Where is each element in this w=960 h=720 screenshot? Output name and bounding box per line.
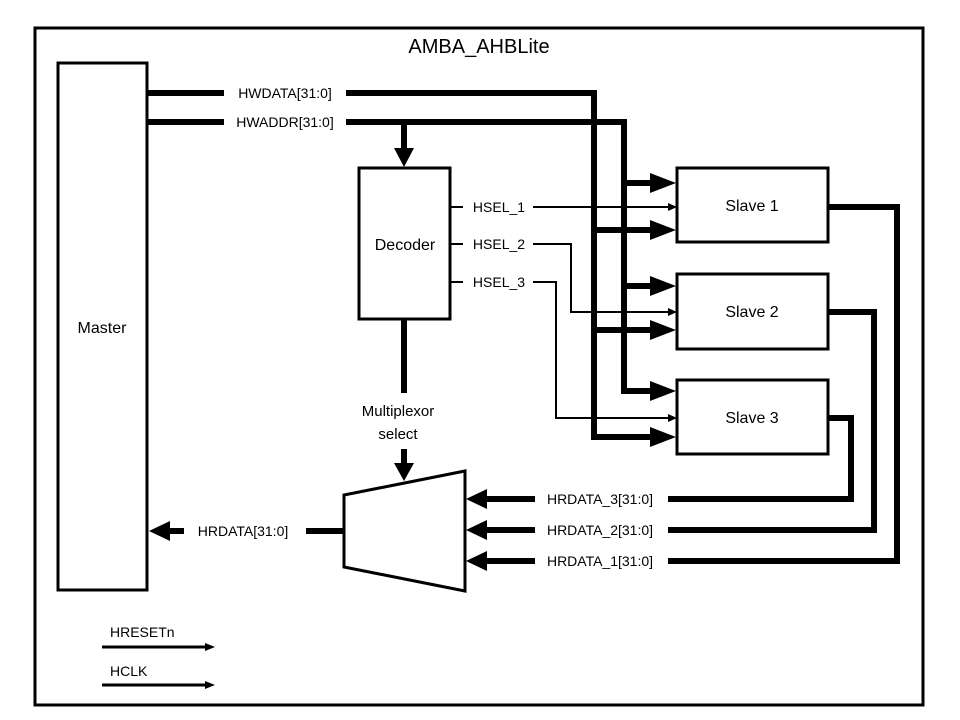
hsel-2-line [450, 243, 677, 316]
hresetn-label: HRESETn [110, 624, 175, 640]
hclk-arrow [102, 681, 215, 689]
hsel-2-label: HSEL_2 [473, 236, 525, 252]
mux-select-arrow-icon [394, 463, 414, 481]
hresetn-arrow [102, 643, 215, 651]
hsel-1-label: HSEL_1 [473, 199, 525, 215]
hrdata-2-label: HRDATA_2[31:0] [547, 522, 653, 538]
outer-frame [33, 26, 925, 707]
diagram-title: AMBA_AHBLite [408, 36, 549, 58]
master-block [56, 61, 149, 592]
hwdata-label: HWDATA[31:0] [238, 85, 332, 101]
slave-1-label: Slave 1 [725, 198, 778, 215]
mux-select-label-2: select [378, 426, 418, 443]
hrdata-3-line [466, 415, 854, 509]
hrdata-1-label: HRDATA_1[31:0] [547, 553, 653, 569]
hrdata-2-line [466, 309, 877, 540]
hrdata-3-label: HRDATA_3[31:0] [547, 491, 653, 507]
decoder-label: Decoder [375, 237, 436, 254]
slave-3-label: Slave 3 [725, 410, 778, 427]
hsel-3-label: HSEL_3 [473, 274, 525, 290]
hclk-label: HCLK [110, 663, 148, 679]
hwaddr-bus [147, 119, 676, 401]
hsel-1-line [450, 203, 677, 211]
decoder-block [357, 166, 452, 321]
hrdata-1-line [466, 204, 900, 571]
hsel-3-line [450, 281, 677, 422]
hrdata-output-line [149, 521, 344, 541]
slave-2-label: Slave 2 [725, 304, 778, 321]
mux-select-label-1: Multiplexor [362, 403, 435, 420]
master-label: Master [78, 320, 128, 337]
hwdata-bus [147, 90, 676, 447]
slave-1-block [675, 166, 830, 244]
multiplexor-block [342, 469, 467, 593]
hrdata-label: HRDATA[31:0] [198, 523, 289, 539]
slave-2-block [675, 272, 830, 351]
hwaddr-label: HWADDR[31:0] [236, 114, 334, 130]
